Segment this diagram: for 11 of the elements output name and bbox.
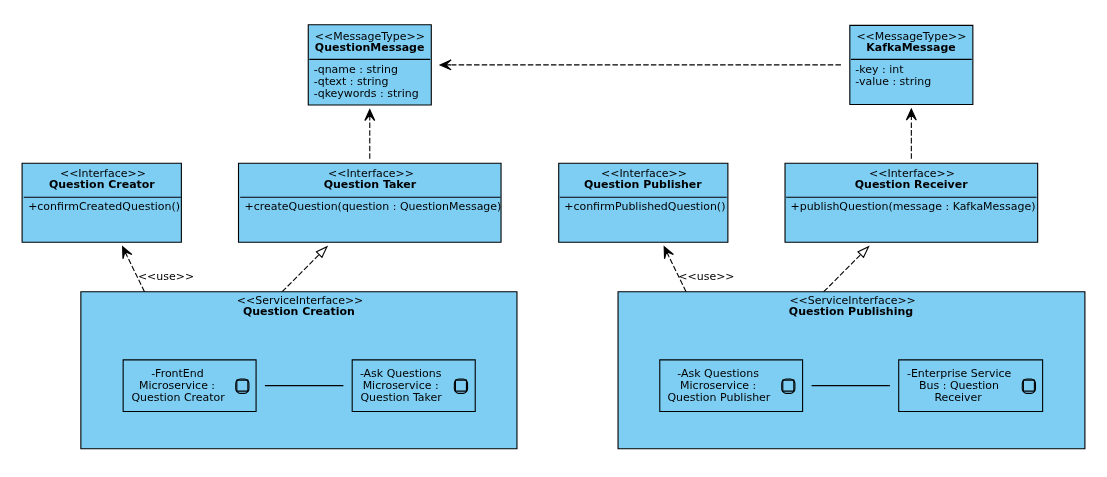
connector: [811, 384, 891, 386]
arrow: [122, 245, 146, 292]
arrow: [823, 245, 870, 292]
arrow: [905, 108, 917, 159]
edge-label: <<use>>: [137, 269, 195, 283]
edge-label: <<use>>: [678, 269, 735, 283]
arrow: [439, 58, 842, 70]
arrow: [663, 245, 687, 292]
connector: [264, 384, 344, 386]
arrow: [364, 108, 376, 159]
arrow: [281, 245, 329, 292]
